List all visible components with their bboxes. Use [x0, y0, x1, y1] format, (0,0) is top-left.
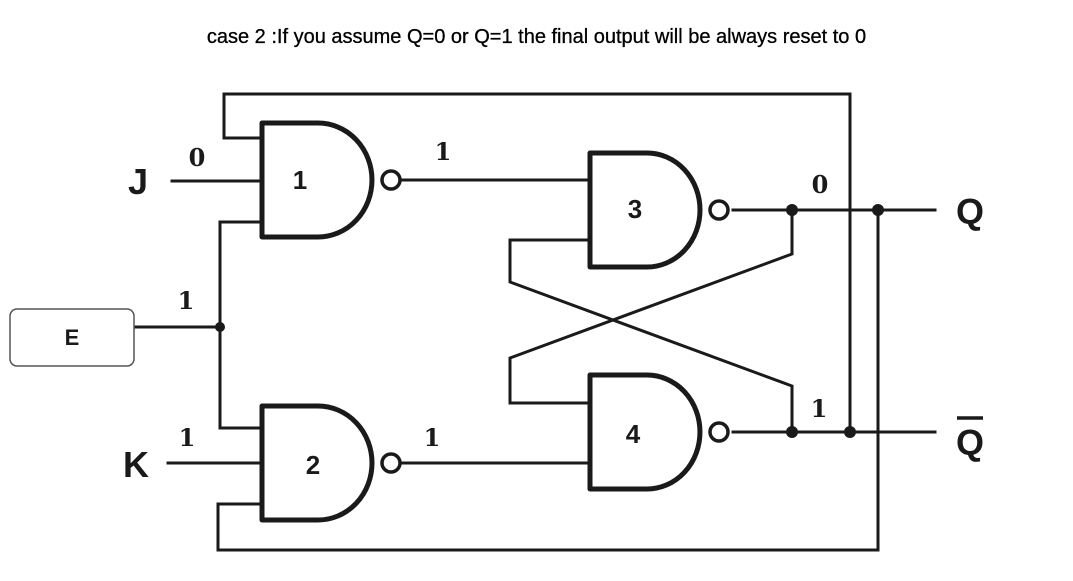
j-input-bit: 0 — [189, 143, 206, 172]
q-junction-dot-1 — [786, 204, 798, 216]
gate2-output-bit: 1 — [424, 423, 441, 452]
gate1-output-bit: 1 — [435, 137, 452, 166]
feedback-wire-bottom — [216, 208, 880, 552]
j-input-label: J — [128, 161, 148, 202]
e-to-gate2-wire — [218, 325, 264, 430]
gate-1-label: 1 — [293, 165, 307, 195]
nand-gate-3: 3 — [587, 150, 730, 270]
qbar-junction-dot-2 — [844, 426, 856, 438]
cross-wire-qbar-to-gate3 — [508, 238, 794, 434]
nand-gate-4: 4 — [587, 372, 730, 492]
qbar-output-bit: 1 — [811, 394, 828, 423]
enable-input-label: E — [65, 325, 80, 350]
q-bar-output-label: Q — [956, 422, 984, 463]
gate-2-label: 2 — [306, 450, 320, 480]
e-to-gate1-wire — [218, 220, 264, 329]
cross-wire-q-to-gate4 — [508, 208, 794, 405]
feedback-wire-top — [222, 92, 852, 434]
q-output-bit: 0 — [812, 170, 829, 199]
k-input-label: K — [123, 444, 149, 485]
q-bar-output: Q — [956, 416, 984, 463]
gate-4-label: 4 — [626, 419, 641, 449]
enable-input-box[interactable]: E — [9, 308, 135, 367]
q-junction-dot-2 — [872, 204, 884, 216]
e-input-bit: 1 — [178, 286, 195, 315]
nand-gate-1: 1 — [259, 120, 402, 240]
k-input-bit: 1 — [179, 423, 196, 452]
q-output-label: Q — [956, 191, 984, 232]
e-junction-dot — [215, 322, 225, 332]
gate-3-label: 3 — [628, 194, 642, 224]
qbar-junction-dot-1 — [786, 426, 798, 438]
nand-gate-2: 2 — [259, 403, 402, 523]
diagram-caption: case 2 :If you assume Q=0 or Q=1 the fin… — [206, 26, 867, 48]
